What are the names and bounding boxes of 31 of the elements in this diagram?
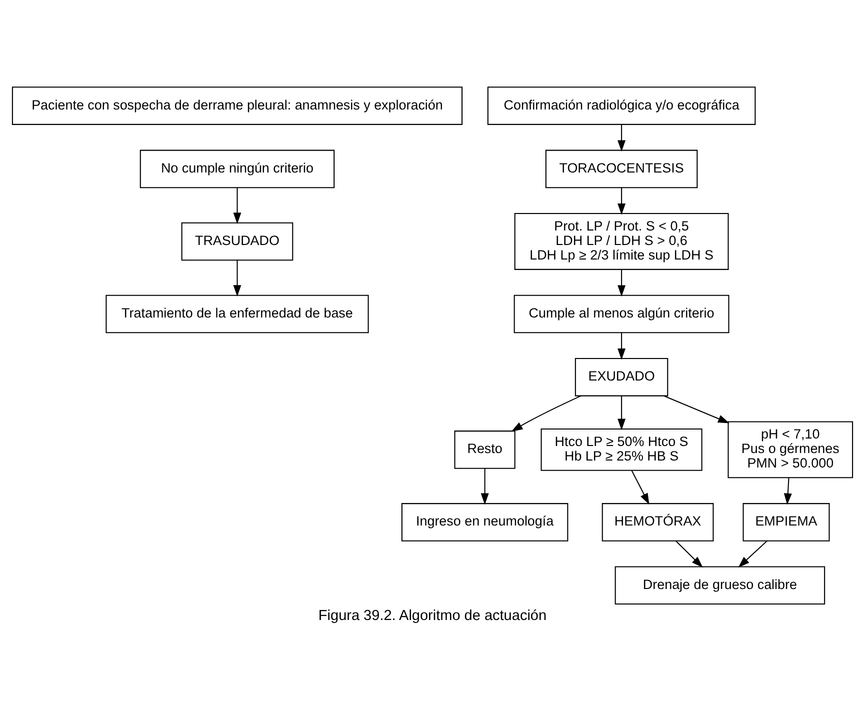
arrow [738, 540, 768, 568]
arrow [675, 540, 703, 568]
arrow [480, 468, 489, 504]
arrow [233, 187, 242, 224]
arrow [618, 332, 626, 360]
node-box: Paciente con sospecha de derrame pleural: anamnesis y exploración [12, 86, 463, 124]
arrow [233, 260, 242, 296]
arrow [618, 187, 626, 214]
node-box: EMPIEMA [742, 502, 830, 541]
node-box: pH < 7,10 Pus o gérmenes PMN > 50.000 [728, 420, 854, 478]
arrow [618, 396, 626, 430]
node-box: TRASUDADO [181, 222, 294, 260]
node-box: No cumple ningún criterio [140, 149, 335, 188]
node-box: TORACOCENTESIS [545, 149, 698, 188]
arrow [618, 124, 626, 152]
node-box: Confirmación radiológica y/o ecográfica [487, 86, 756, 124]
node-box: Cumple al menos algún criterio [514, 294, 730, 333]
node-box: Prot. LP / Prot. S < 0,5 LDH LP / LDH S > 0,6 LDH Lp ≥ 2/3 límite sup LDH S [514, 212, 729, 270]
node-box: Drenaje de grueso calibre [614, 566, 826, 604]
arrow [618, 269, 626, 296]
node-box: EXUDADO [574, 358, 668, 396]
node-box: Htco LP ≥ 50% Htco S Hb LP ≥ 25% HB S [540, 428, 702, 470]
node-box: Resto [454, 430, 516, 468]
caption: Figura 39.2. Algoritmo de actuación [318, 607, 547, 624]
node-box: Ingreso en neumología [401, 502, 568, 541]
arrow [784, 477, 792, 504]
arrow [664, 395, 730, 423]
arrow [511, 394, 582, 432]
node-box: Tratamiento de la enfermedad de base [106, 294, 369, 333]
arrow [631, 470, 650, 504]
node-box: HEMOTÓRAX [602, 502, 714, 541]
